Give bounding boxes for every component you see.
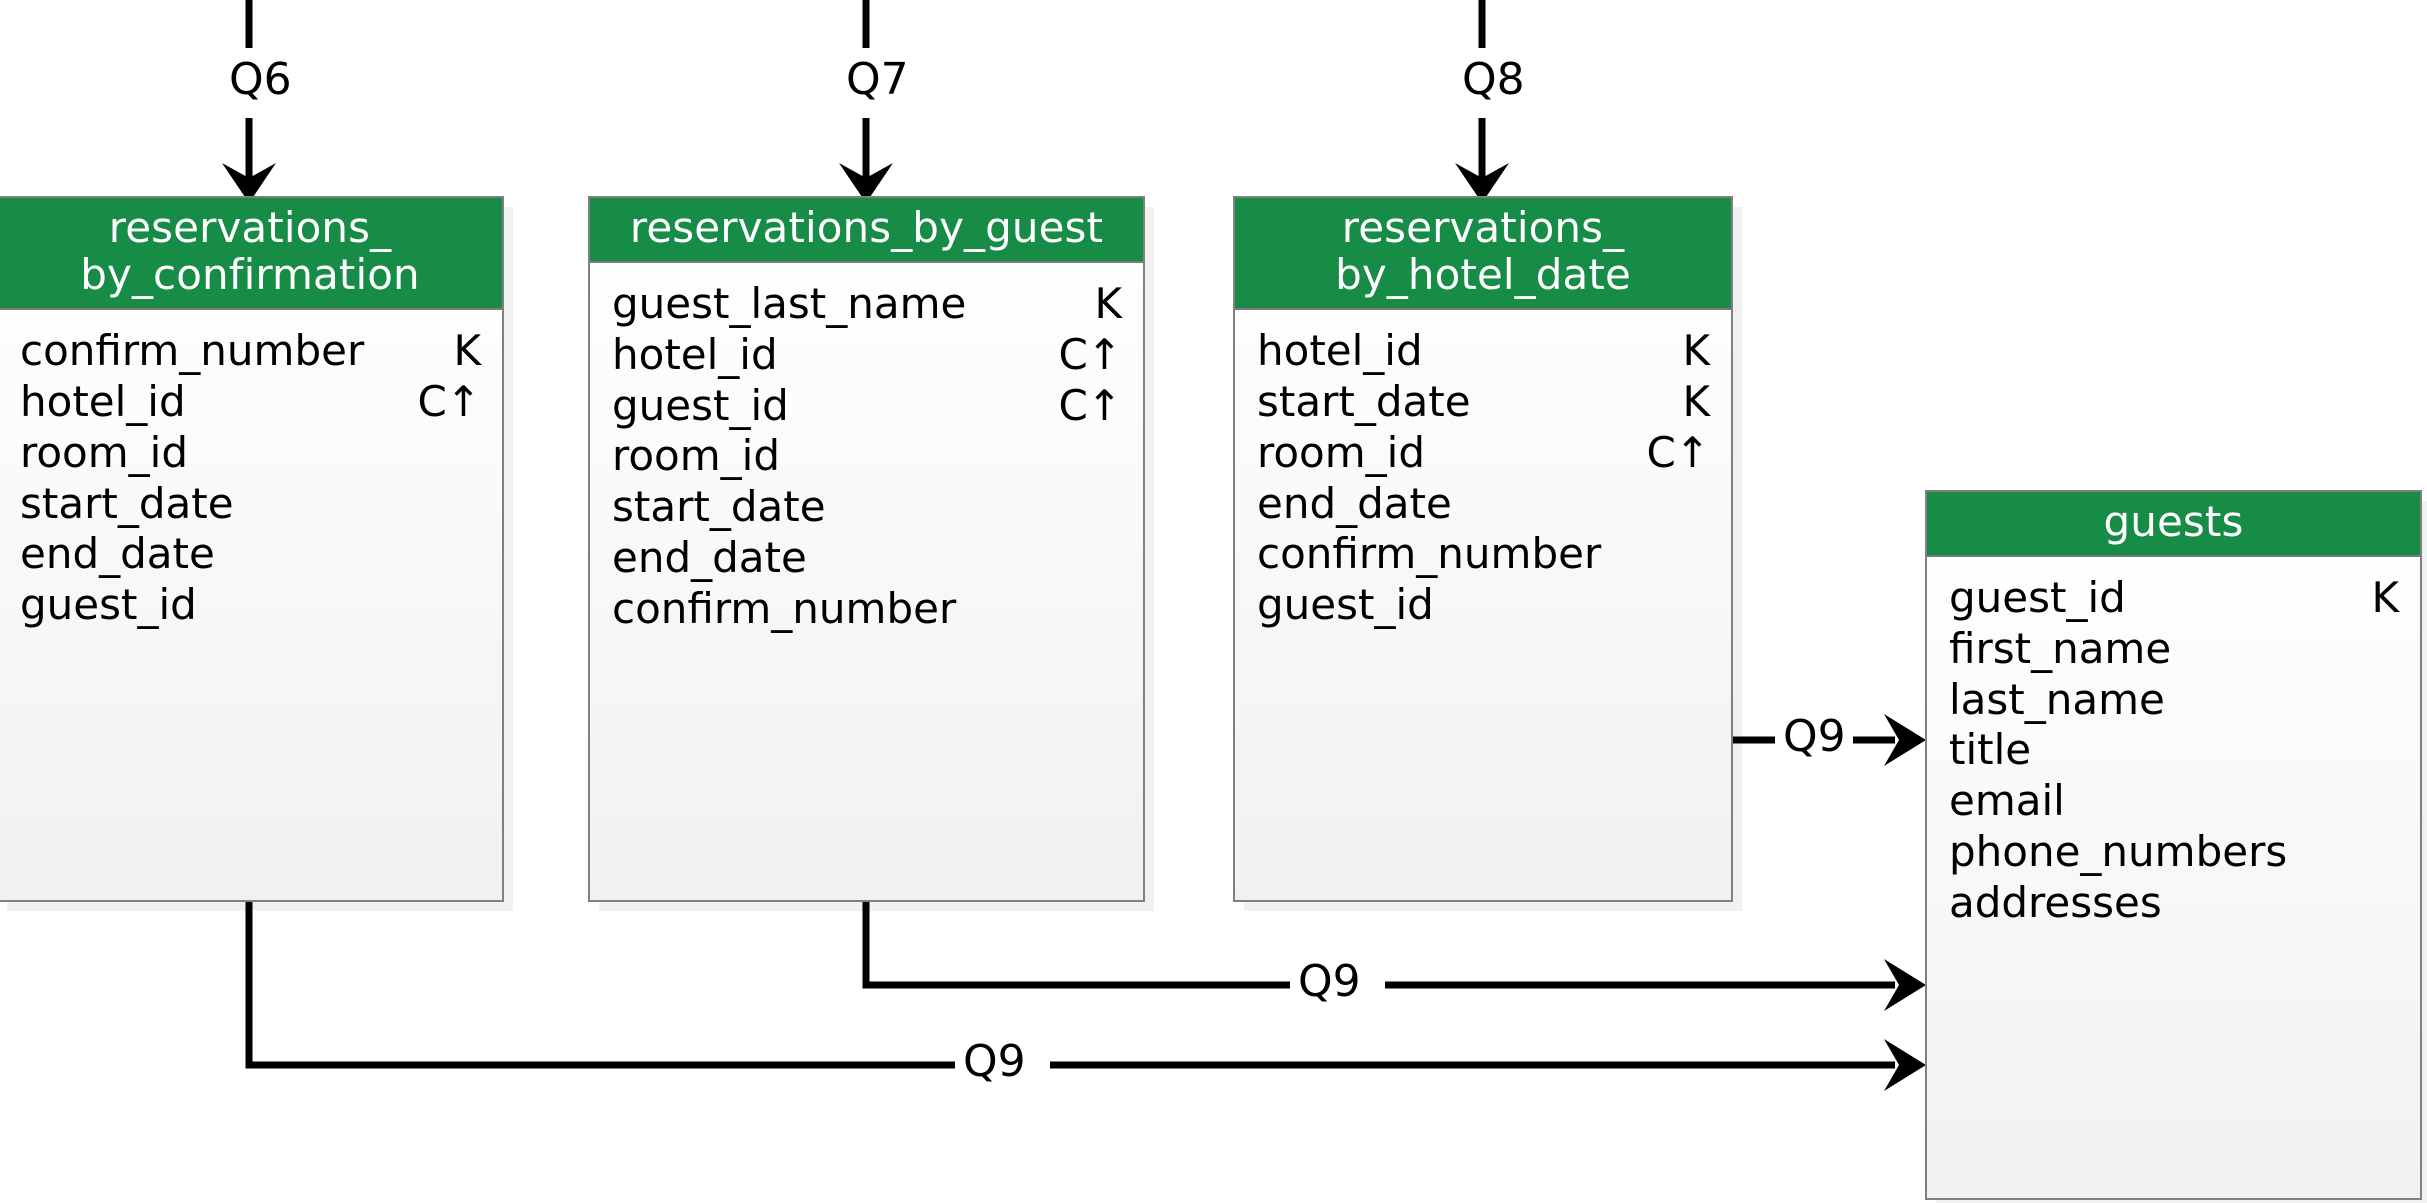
column-key-badge: C↑	[1058, 329, 1122, 379]
table-header-reservations-by-hotel-date: reservations_ by_hotel_date	[1235, 198, 1731, 311]
column-name: first_name	[1949, 623, 2172, 673]
column-name: start_date	[612, 482, 826, 532]
table-body-reservations-by-hotel-date: hotel_id K start_date K room_id C↑ end_d…	[1235, 310, 1731, 649]
table-row: first_name	[1949, 624, 2398, 675]
column-name: end_date	[20, 529, 215, 579]
edge-label-q8: Q8	[1455, 58, 1532, 102]
table-row: end_date	[1257, 479, 1709, 530]
table-row: phone_numbers	[1949, 827, 2398, 878]
column-name: guest_id	[1257, 580, 1434, 630]
table-row: start_date K	[1257, 376, 1710, 428]
column-name: guest_id	[1949, 573, 2126, 623]
table-row: hotel_id C↑	[20, 376, 481, 428]
table-row: last_name	[1949, 675, 2398, 726]
column-key-badge: K	[2371, 573, 2399, 623]
column-name: confirm_number	[1257, 529, 1602, 579]
table-row: confirm_number K	[20, 326, 481, 377]
column-name: end_date	[1257, 478, 1452, 528]
table-row: guest_id C↑	[612, 380, 1122, 432]
column-name: end_date	[612, 533, 807, 583]
table-row: guest_id	[20, 580, 480, 631]
column-name: guest_id	[612, 380, 789, 430]
table-row: hotel_id C↑	[612, 329, 1122, 381]
column-name: confirm_number	[20, 326, 365, 376]
column-name: email	[1949, 776, 2065, 826]
table-body-reservations-by-guest: guest_last_name K hotel_id C↑ guest_id C…	[590, 263, 1143, 653]
column-key-badge: K	[1682, 326, 1710, 376]
table-reservations-by-confirmation[interactable]: reservations_ by_confirmation confirm_nu…	[0, 196, 504, 902]
column-key-badge: K	[1682, 376, 1710, 426]
table-row: start_date	[612, 482, 1121, 533]
table-row: hotel_id K	[1257, 326, 1710, 377]
table-guests[interactable]: guests guest_id K first_name last_name t…	[1925, 490, 2422, 1200]
column-name: addresses	[1949, 877, 2162, 927]
column-name: last_name	[1949, 674, 2165, 724]
column-name: title	[1949, 725, 2032, 775]
column-name: room_id	[612, 431, 780, 481]
table-row: end_date	[20, 529, 480, 580]
table-row: addresses	[1949, 878, 2398, 929]
table-body-guests: guest_id K first_name last_name title em…	[1927, 557, 2420, 947]
table-row: room_id	[612, 431, 1121, 482]
edge-label-q9b: Q9	[1291, 960, 1368, 1004]
edge-label-q9a: Q9	[1776, 715, 1853, 759]
table-body-reservations-by-confirmation: confirm_number K hotel_id C↑ room_id sta…	[0, 310, 502, 649]
column-key-badge: K	[453, 326, 481, 376]
table-row: guest_last_name K	[612, 279, 1122, 330]
edge-q9c	[245, 900, 1926, 1091]
column-name: guest_id	[20, 580, 197, 630]
table-header-reservations-by-confirmation: reservations_ by_confirmation	[0, 198, 502, 311]
column-name: phone_numbers	[1949, 827, 2288, 877]
table-row: title	[1949, 725, 2398, 776]
column-name: room_id	[1257, 427, 1425, 477]
table-header-reservations-by-guest: reservations_by_guest	[590, 198, 1143, 264]
edge-label-q9c: Q9	[956, 1040, 1033, 1084]
table-row: room_id C↑	[1257, 427, 1710, 479]
table-row: confirm_number	[612, 584, 1121, 635]
column-key-badge: C↑	[417, 376, 481, 426]
edge-label-q7: Q7	[839, 58, 916, 102]
column-name: start_date	[1257, 376, 1471, 426]
table-row: end_date	[612, 533, 1121, 584]
column-key-badge: C↑	[1058, 380, 1122, 430]
table-row: guest_id K	[1949, 573, 2399, 624]
column-key-badge: C↑	[1646, 427, 1710, 477]
column-name: confirm_number	[612, 583, 957, 633]
table-row: start_date	[20, 479, 480, 530]
table-row: confirm_number	[1257, 529, 1709, 580]
table-row: email	[1949, 776, 2398, 827]
column-name: start_date	[20, 478, 234, 528]
table-reservations-by-hotel-date[interactable]: reservations_ by_hotel_date hotel_id K s…	[1233, 196, 1733, 902]
column-name: hotel_id	[612, 329, 778, 379]
column-name: guest_last_name	[612, 279, 967, 329]
table-row: guest_id	[1257, 580, 1709, 631]
edge-label-q6: Q6	[222, 58, 299, 102]
column-name: hotel_id	[1257, 326, 1423, 376]
column-key-badge: K	[1094, 279, 1122, 329]
column-name: room_id	[20, 427, 188, 477]
table-reservations-by-guest[interactable]: reservations_by_guest guest_last_name K …	[588, 196, 1145, 902]
table-row: room_id	[20, 428, 480, 479]
table-header-guests: guests	[1927, 492, 2420, 558]
edge-q9b	[862, 900, 1926, 1011]
column-name: hotel_id	[20, 376, 186, 426]
